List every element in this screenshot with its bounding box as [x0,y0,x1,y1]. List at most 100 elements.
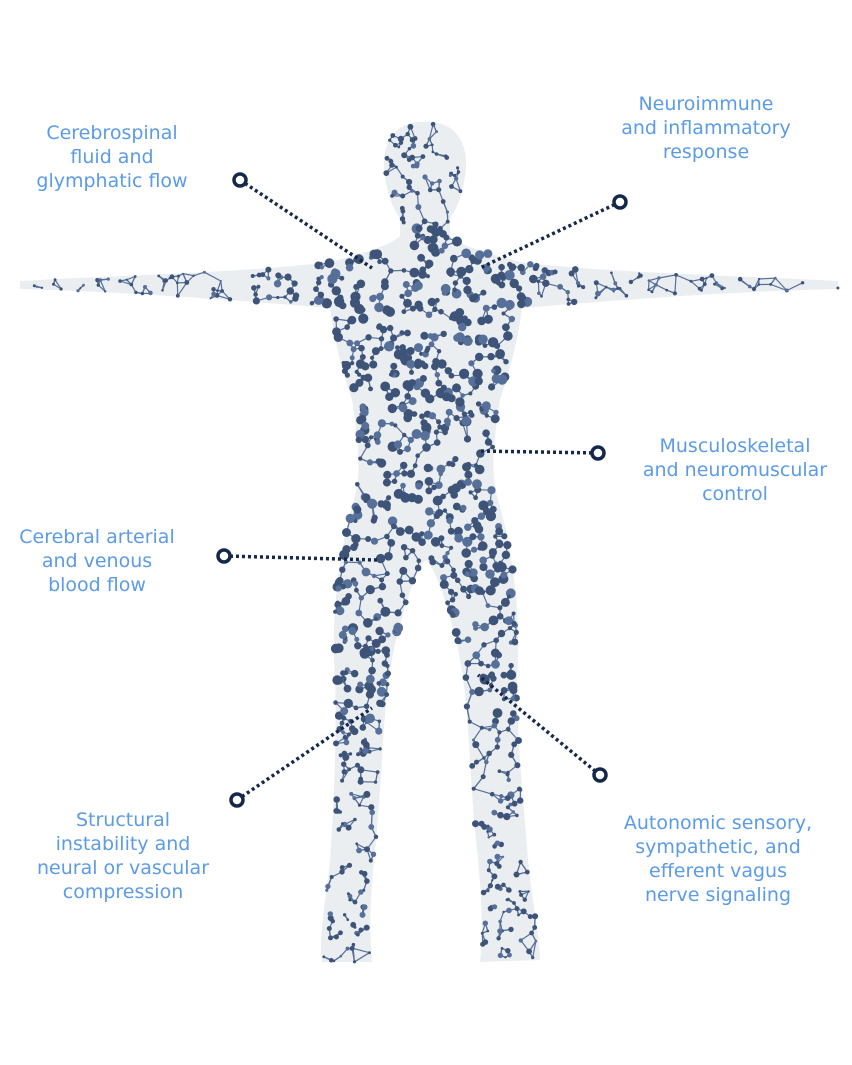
molecule-node [438,535,444,541]
molecule-node [368,804,374,810]
molecule-node [785,289,789,293]
molecule-node [463,277,471,285]
molecule-node [333,960,336,963]
molecule-node [367,499,377,509]
molecule-node [407,185,412,190]
molecule-node [355,610,362,617]
molecule-node [430,333,438,341]
molecule-node [475,586,484,595]
molecule-node [450,597,455,602]
molecule-node [605,286,608,289]
molecule-node [493,638,499,644]
molecule-node [182,273,184,275]
molecule-node [320,275,324,279]
molecule-node [363,618,373,628]
molecule-node [333,700,338,705]
molecule-node [502,856,504,858]
molecule-node [491,873,497,879]
label-csf-line-1: Cerebrospinal [10,121,214,145]
label-musculoskeletal-line-3: control [628,482,842,506]
molecule-node [446,210,449,213]
molecule-node [390,194,394,198]
molecule-node [338,930,343,935]
molecule-node [379,577,384,582]
molecule-node [364,925,370,931]
molecule-node [512,639,519,646]
molecule-node [480,942,485,947]
molecule-node [412,429,422,439]
molecule-node [455,293,460,298]
molecule-node [54,278,57,281]
molecule-node [476,401,481,406]
molecule-node [472,741,479,748]
label-autonomic-line-4: nerve signaling [606,883,830,907]
molecule-node [518,890,521,893]
label-autonomic-line-3: efferent vagus [606,859,830,883]
molecule-node [409,379,416,386]
molecule-node [434,430,439,435]
molecule-node [385,505,391,511]
molecule-node [480,726,484,730]
molecule-node [401,152,407,158]
molecule-node [381,278,389,286]
molecule-node [354,706,359,711]
molecule-node [487,688,492,693]
molecule-node [515,814,519,818]
molecule-node [478,661,484,667]
molecule-node [502,551,510,559]
label-autonomic: Autonomic sensory, sympathetic, and effe… [606,811,830,907]
molecule-node [466,594,471,599]
molecule-node [460,586,467,593]
molecule-node [477,533,484,540]
molecule-node [394,440,402,448]
molecule-node [482,756,485,759]
label-structural-line-3: neural or vascular [16,856,230,880]
molecule-node [257,285,261,289]
molecule-node [460,393,465,398]
molecule-node [370,356,374,360]
label-autonomic-line-1: Autonomic sensory, [606,811,830,835]
molecule-node [390,363,397,370]
molecule-node [442,243,449,250]
molecule-node [457,481,464,488]
molecule-node [451,568,456,573]
molecule-node [97,283,100,286]
molecule-node [446,461,452,467]
molecule-node [455,308,464,317]
connector-endpoint-csf [234,174,246,186]
molecule-node [335,585,341,591]
molecule-node [388,404,397,413]
molecule-node [515,737,522,744]
molecule-node [393,143,398,148]
molecule-node [521,908,527,914]
molecule-node [392,479,397,484]
molecule-node [419,360,426,367]
molecule-node [365,334,371,340]
molecule-node [472,479,482,489]
molecule-node [469,763,475,769]
molecule-node [416,225,423,232]
molecule-node [415,483,422,490]
molecule-node [176,282,179,285]
molecule-node [350,946,355,951]
molecule-node [482,401,491,410]
molecule-node [482,429,490,437]
molecule-node [422,218,428,224]
molecule-node [449,373,455,379]
molecule-node [494,565,502,573]
molecule-node [162,279,166,283]
molecule-node [358,777,363,782]
label-neuroimmune: Neuroimmune and inflammatory response [601,92,811,164]
molecule-node [529,275,538,284]
molecule-node [512,901,516,905]
molecule-node [435,130,438,133]
molecule-node [452,383,461,392]
molecule-node [409,577,416,584]
molecule-node [463,286,471,294]
molecule-node [349,752,352,755]
molecule-node [475,525,484,534]
molecule-node [356,437,362,443]
molecule-node [461,249,471,259]
molecule-node [210,297,212,299]
molecule-node [403,555,409,561]
